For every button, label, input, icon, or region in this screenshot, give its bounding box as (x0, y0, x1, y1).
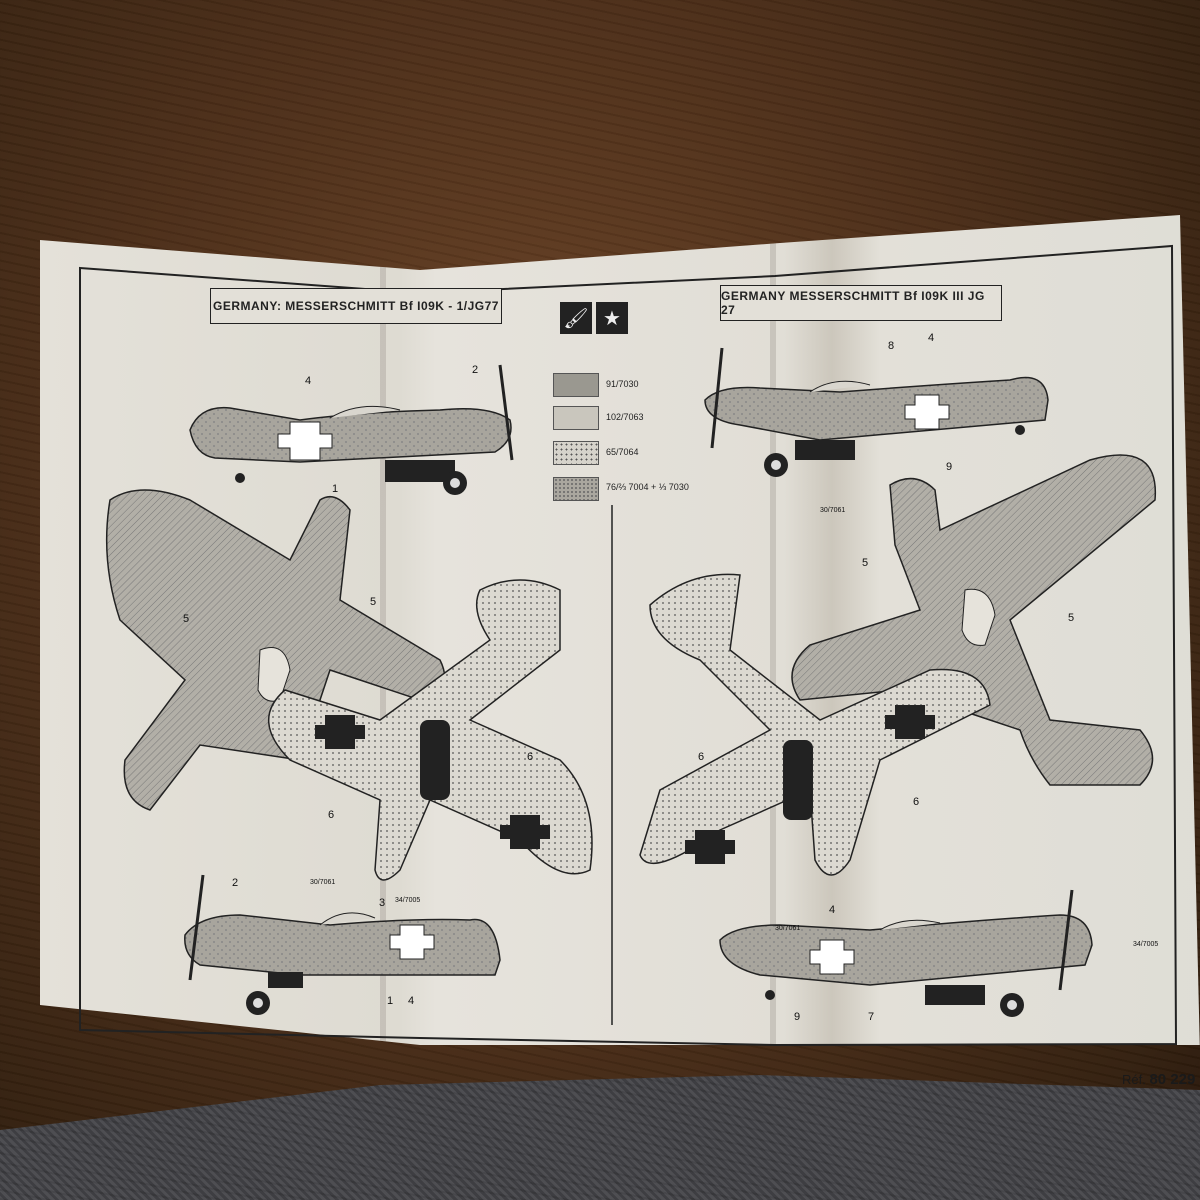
swatch-102-7063 (553, 406, 599, 430)
reference-code: 80 229 (1149, 1071, 1196, 1088)
callout-left-5b: 5 (370, 596, 376, 608)
swatch-76-mix (553, 477, 599, 501)
callout-left-1a: 1 (332, 483, 338, 495)
callout-left-2b: 2 (232, 877, 238, 889)
callout-right-5a: 5 (862, 557, 868, 569)
swatch-91-7030 (553, 373, 599, 397)
swatch-label-76-mix: 76/⅔ 7004 + ⅓ 7030 (606, 482, 689, 492)
fold-line-right (770, 215, 776, 1045)
callout-left-1b: 1 (387, 995, 393, 1007)
left-scheme-title: GERMANY: MESSERSCHMITT Bf I09K - 1/JG77 (210, 288, 502, 324)
reference-number: Réf. 80 229 (1122, 1071, 1195, 1088)
left-side-view (189, 364, 514, 495)
callout-right-30-7061b: 30/7061 (775, 925, 800, 932)
reference-prefix: Réf. (1122, 1072, 1146, 1087)
callout-right-7: 7 (868, 1011, 874, 1023)
left-lower-side-view (184, 874, 501, 1015)
callout-left-30-7061: 30/7061 (310, 879, 335, 886)
callout-right-9b: 9 (794, 1011, 800, 1023)
callout-left-6a: 6 (328, 809, 334, 821)
left-underside-view (268, 579, 593, 881)
callout-left-2a: 2 (472, 364, 478, 376)
callout-right-6b: 6 (913, 796, 919, 808)
right-scheme-title: GERMANY MESSERSCHMITT Bf I09K III JG 27 (720, 285, 1002, 321)
callout-left-5a: 5 (183, 613, 189, 625)
callout-right-4a: 4 (928, 332, 934, 344)
right-side-view (704, 347, 1049, 477)
callout-right-34-7005: 34/7005 (1133, 941, 1158, 948)
callout-right-30-7061a: 30/7061 (820, 507, 845, 514)
callout-left-6b: 6 (527, 751, 533, 763)
swatch-label-91-7030: 91/7030 (606, 379, 639, 389)
swatch-label-102-7063: 102/7063 (606, 412, 644, 422)
right-underside-view (639, 573, 991, 876)
right-lower-side-view (719, 889, 1093, 1017)
callout-right-5b: 5 (1068, 612, 1074, 624)
sheet-border (79, 244, 1178, 1047)
callout-right-8: 8 (888, 340, 894, 352)
callout-right-9a: 9 (946, 461, 952, 473)
swatch-65-7064 (553, 441, 599, 465)
right-top-view (791, 454, 1157, 786)
callout-left-4a: 4 (305, 375, 311, 387)
star-icon: ★ (596, 302, 628, 334)
swatch-label-65-7064: 65/7064 (606, 447, 639, 457)
callout-right-6a: 6 (698, 751, 704, 763)
callout-left-34-7005: 34/7005 (395, 897, 420, 904)
callout-right-4b: 4 (829, 904, 835, 916)
callout-left-3: 3 (379, 897, 385, 909)
brush-icon: 🖌 (560, 302, 592, 334)
callout-left-4b: 4 (408, 995, 414, 1007)
